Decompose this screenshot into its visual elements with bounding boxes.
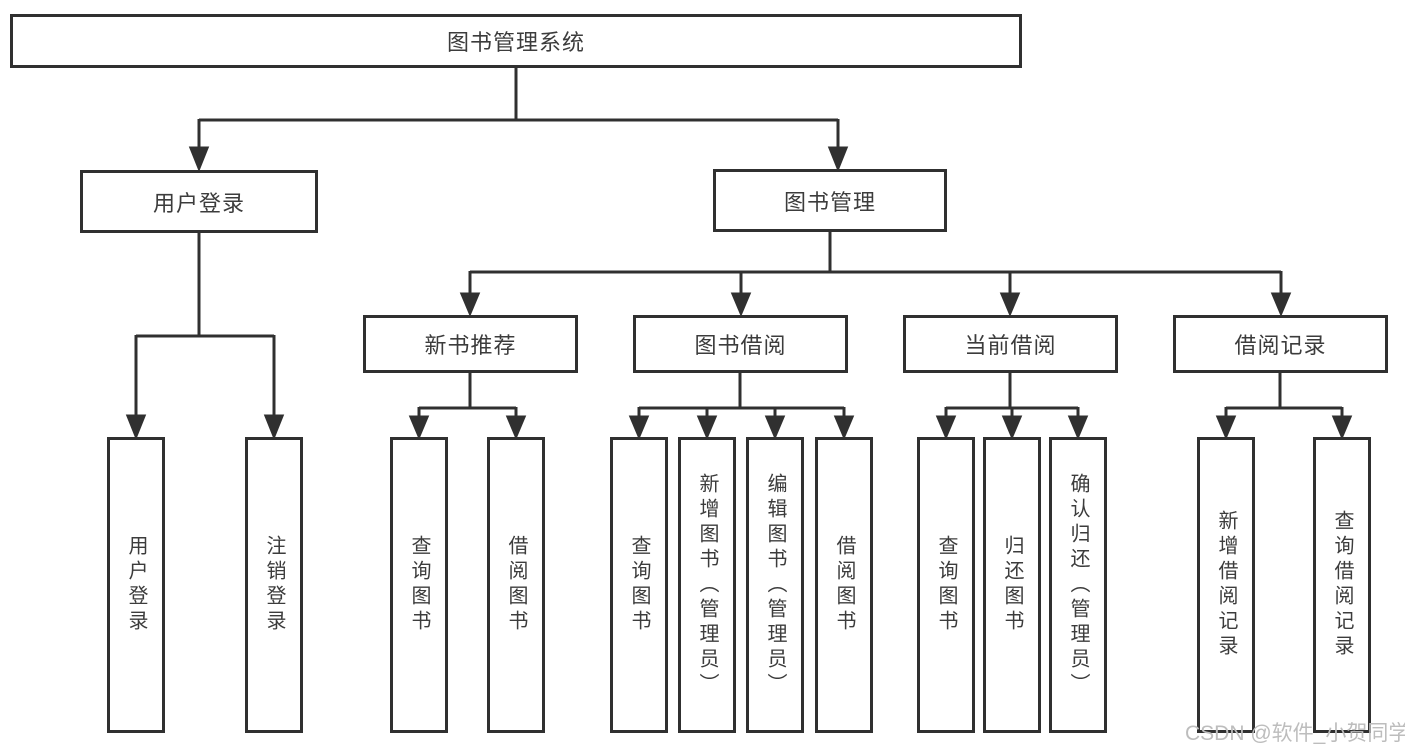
node-root: 图书管理系统 — [10, 14, 1022, 68]
node-borrow-record: 借阅记录 — [1173, 315, 1388, 373]
leaf-add-book-admin: 新增图书（管理员） — [678, 437, 736, 733]
leaf-borrow-book: 借阅图书 — [815, 437, 873, 733]
leaf-recommend-query-book: 查询图书 — [390, 437, 448, 733]
node-current-borrow-label: 当前借阅 — [964, 333, 1057, 358]
leaf-recommend-borrow-book: 借阅图书 — [487, 437, 545, 733]
leaf-confirm-return-admin: 确认归还（管理员） — [1049, 437, 1107, 733]
leaf-add-borrow-record-label: 新增借阅记录 — [1215, 510, 1237, 660]
leaf-confirm-return-admin-label: 确认归还（管理员） — [1067, 472, 1089, 698]
leaf-recommend-query-book-label: 查询图书 — [408, 535, 430, 635]
leaf-query-borrow-record: 查询借阅记录 — [1313, 437, 1371, 733]
node-user-login: 用户登录 — [80, 170, 318, 233]
leaf-edit-book-admin: 编辑图书（管理员） — [746, 437, 804, 733]
node-new-book-recommend: 新书推荐 — [363, 315, 578, 373]
leaf-query-borrow-record-label: 查询借阅记录 — [1331, 510, 1353, 660]
node-current-borrow: 当前借阅 — [903, 315, 1118, 373]
leaf-borrow-book-label: 借阅图书 — [833, 535, 855, 635]
node-user-login-label: 用户登录 — [152, 190, 245, 216]
node-borrow-record-label: 借阅记录 — [1234, 333, 1327, 358]
node-book-manage: 图书管理 — [713, 169, 947, 232]
node-root-label: 图书管理系统 — [446, 30, 585, 55]
leaf-recommend-borrow-book-label: 借阅图书 — [505, 535, 527, 635]
leaf-user-login-label: 用户登录 — [125, 535, 147, 635]
node-book-borrow: 图书借阅 — [633, 315, 848, 373]
leaf-edit-book-admin-label: 编辑图书（管理员） — [764, 472, 786, 698]
leaf-return-book: 归还图书 — [983, 437, 1041, 733]
node-new-book-recommend-label: 新书推荐 — [424, 333, 517, 358]
leaf-borrow-query-book: 查询图书 — [610, 437, 668, 733]
leaf-logout: 注销登录 — [245, 437, 303, 733]
leaf-return-book-label: 归还图书 — [1001, 535, 1023, 635]
leaf-current-query-book: 查询图书 — [917, 437, 975, 733]
leaf-user-login: 用户登录 — [107, 437, 165, 733]
leaf-add-borrow-record: 新增借阅记录 — [1197, 437, 1255, 733]
leaf-add-book-admin-label: 新增图书（管理员） — [696, 472, 718, 698]
leaf-borrow-query-book-label: 查询图书 — [628, 535, 650, 635]
node-book-manage-label: 图书管理 — [783, 189, 876, 215]
leaf-logout-label: 注销登录 — [263, 535, 285, 635]
leaf-current-query-book-label: 查询图书 — [935, 535, 957, 635]
node-book-borrow-label: 图书借阅 — [694, 333, 787, 358]
